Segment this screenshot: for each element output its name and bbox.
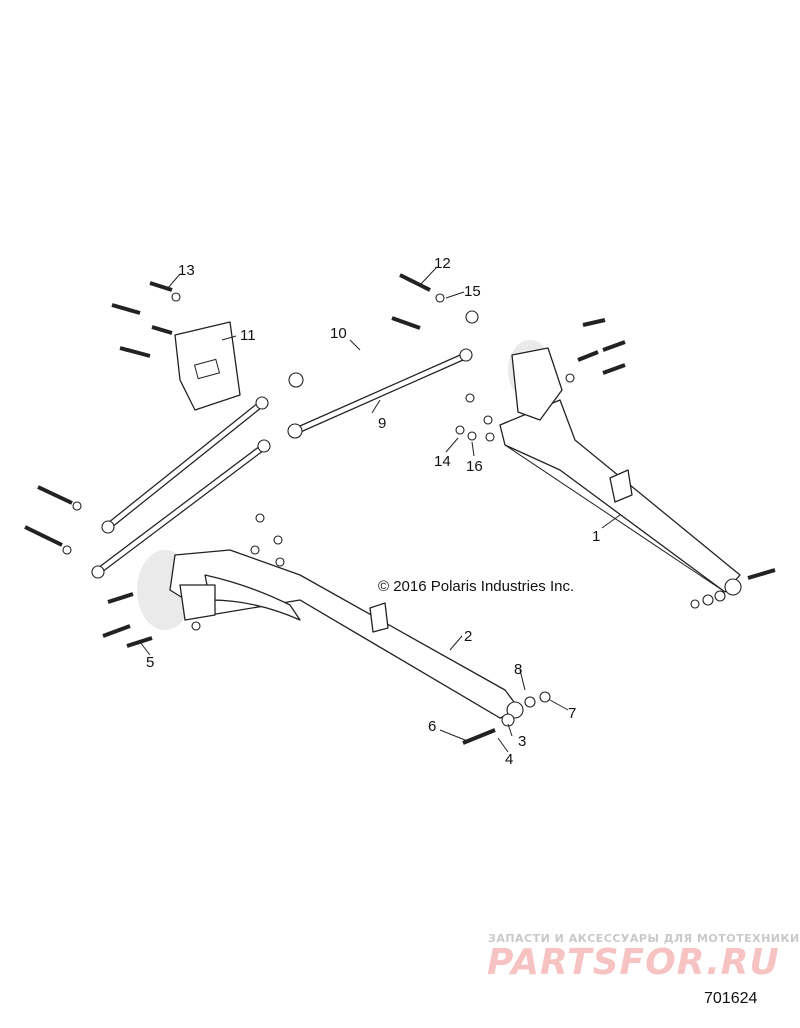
copyright-notice: © 2016 Polaris Industries Inc. [378,578,575,595]
callout-11: 11 [240,327,256,344]
callout-10: 10 [330,325,347,342]
control-rod-10 [288,310,479,388]
leader-lines [139,267,621,753]
nuts-washers [62,292,726,727]
callout-15: 15 [464,283,481,300]
diagram-id: 701624 [704,990,758,1007]
callout-14: 14 [434,453,451,470]
bolts [24,273,776,745]
callout-3: 3 [518,733,527,750]
callout-6: 6 [428,718,437,735]
callout-1: 1 [592,528,601,545]
control-rod-left-lower [91,439,271,579]
trailing-arm-right [499,347,742,596]
control-rod-9 [287,348,473,439]
callout-12: 12 [434,255,451,272]
callout-7: 7 [568,705,577,722]
callout-16: 16 [466,458,483,475]
callout-8: 8 [514,661,523,678]
watermark-tagline: ЗАПАСТИ И АКСЕССУАРЫ ДЛЯ МОТОТЕХНИКИ [488,932,800,945]
callout-13: 13 [178,262,195,279]
callout-9: 9 [378,415,387,432]
control-rod-left-upper [101,396,269,534]
callout-5: 5 [146,654,155,671]
mounting-bracket [174,321,241,411]
watermark-logo: PARTSFOR.RU [487,942,780,983]
callout-2: 2 [464,628,473,645]
callout-4: 4 [505,751,514,768]
